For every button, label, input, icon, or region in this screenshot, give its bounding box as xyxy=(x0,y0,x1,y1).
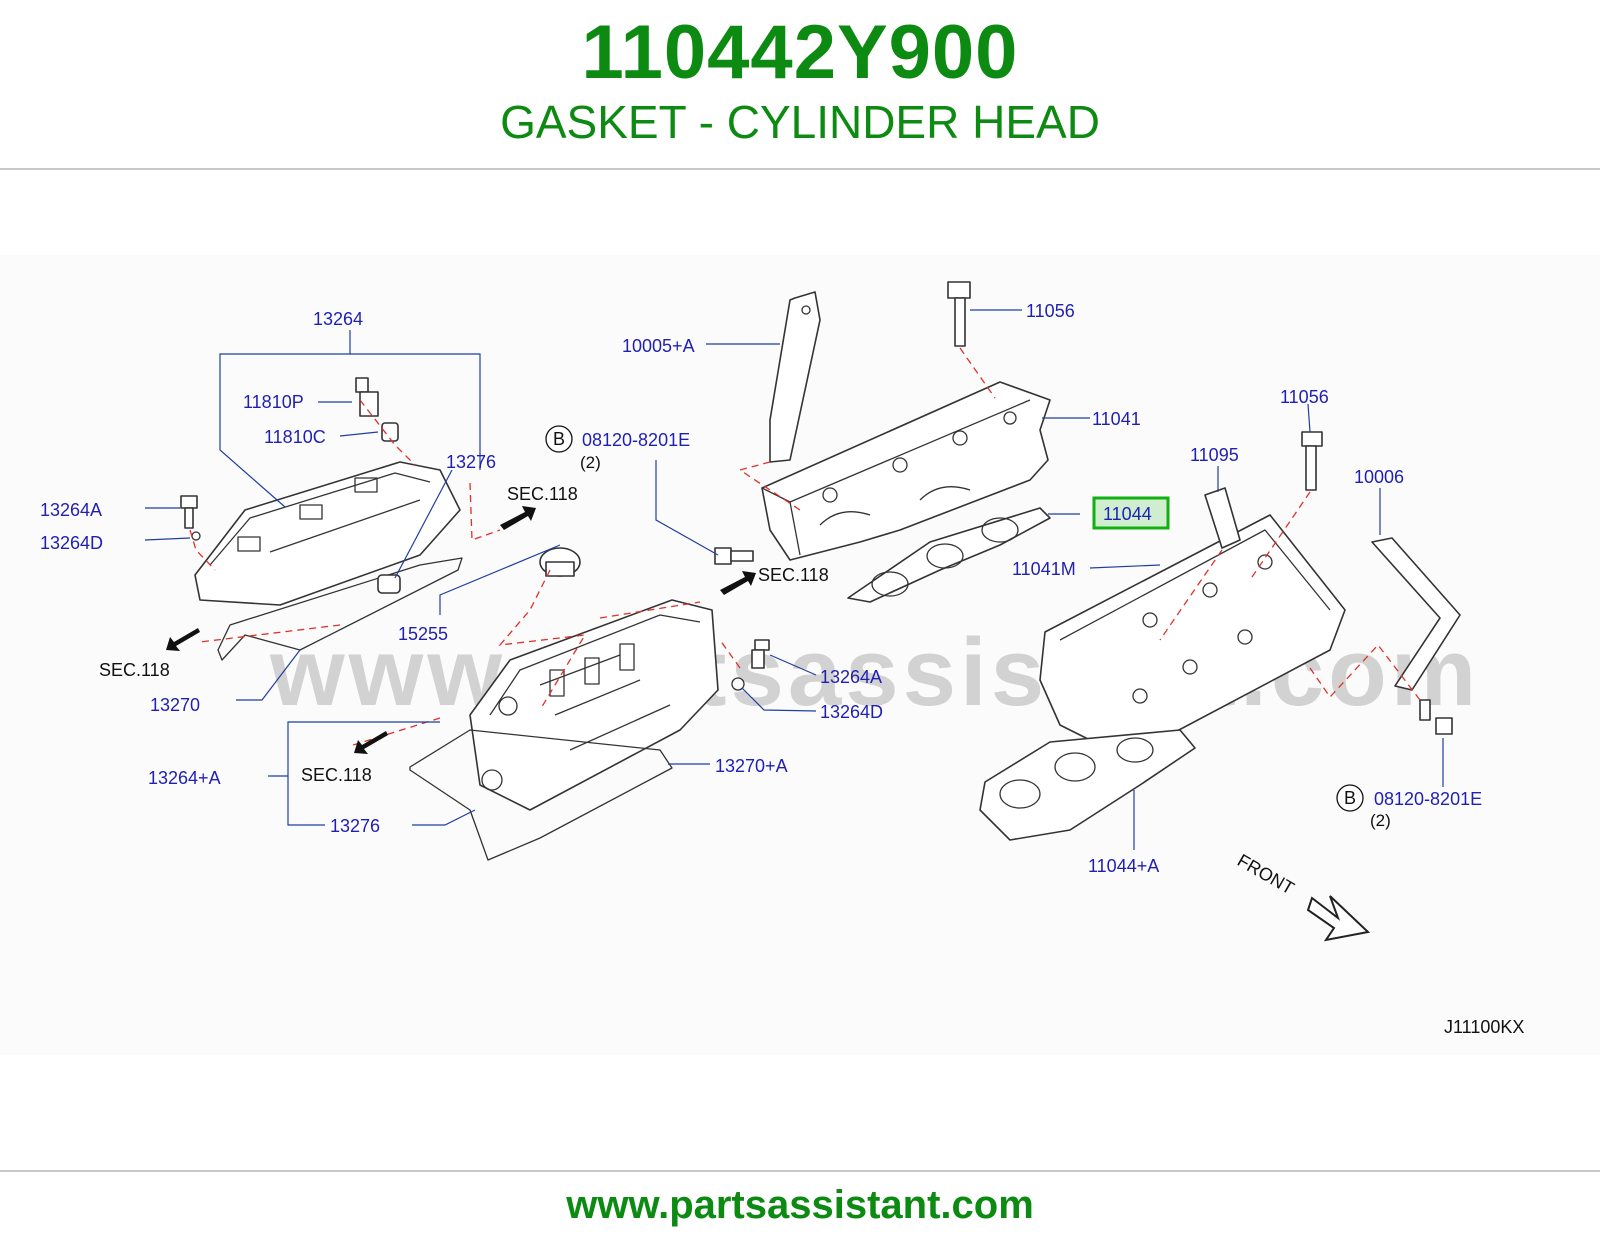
front-direction-arrow xyxy=(1306,895,1371,942)
arrow-sec118-3 xyxy=(720,571,756,595)
bolt-08120-right xyxy=(1419,699,1453,735)
qty-right: (2) xyxy=(1370,811,1391,830)
footer-url[interactable]: www.partsassistant.com xyxy=(566,1183,1034,1227)
head-bolt-upper xyxy=(947,281,971,347)
label-10006: 10006 xyxy=(1354,467,1404,487)
bolt-08120-left xyxy=(714,547,754,565)
leader-lines xyxy=(144,309,1444,850)
highlighted-part-box xyxy=(1092,496,1170,530)
valve-cover-gasket-lower xyxy=(409,729,673,861)
label-11044A: 11044+A xyxy=(1088,856,1159,876)
label-11041: 11041 xyxy=(1092,409,1141,429)
label-15255: 15255 xyxy=(398,624,448,644)
label-11810C: 11810C xyxy=(264,427,326,447)
arrow-sec118-1 xyxy=(500,506,536,530)
label-11041M: 11041M xyxy=(1012,559,1076,579)
label-08120-right: 08120-8201E xyxy=(1374,789,1482,809)
arrow-sec118-4 xyxy=(354,731,388,754)
label-08120-left: 08120-8201E xyxy=(582,430,690,450)
footer-divider xyxy=(0,1170,1600,1172)
head-gasket-upper xyxy=(847,507,1051,603)
header-divider xyxy=(0,168,1600,170)
label-11056-upper: 11056 xyxy=(1026,301,1075,321)
engine-slinger-front xyxy=(769,291,821,463)
svg-text:B: B xyxy=(553,429,565,449)
b-marker-left: B xyxy=(545,425,573,453)
label-13264A-mid: 13264A xyxy=(820,667,882,687)
head-bolt-lower xyxy=(1301,431,1323,491)
label-13264plusA: 13264+A xyxy=(148,768,221,788)
part-labels: 13264 11810P 11810C 13276 13264A 13264D … xyxy=(40,301,1482,876)
parts-diagram: www.partsassistant.com xyxy=(0,170,1600,1168)
label-11095: 11095 xyxy=(1190,445,1239,465)
diagram-code: J11100KX xyxy=(1444,1017,1524,1037)
svg-text:B: B xyxy=(1344,788,1356,808)
label-13276-lower: 13276 xyxy=(330,816,380,836)
label-11056-lower: 11056 xyxy=(1280,387,1329,407)
sec118-label-3: SEC.118 xyxy=(758,565,829,585)
label-10005A: 10005+A xyxy=(622,336,695,356)
header: 110442Y900 GASKET - CYLINDER HEAD xyxy=(0,0,1600,168)
grommet xyxy=(381,422,399,442)
cylinder-head-upper xyxy=(761,381,1051,561)
label-13264A-left: 13264A xyxy=(40,500,102,520)
b-marker-right: B xyxy=(1336,784,1364,812)
washer-13264D-mid xyxy=(731,677,745,691)
assembly-lines xyxy=(189,347,1421,747)
valve-cover-upper xyxy=(194,461,461,606)
arrow-sec118-2 xyxy=(166,628,200,651)
label-13270A: 13270+A xyxy=(715,756,788,776)
arrows xyxy=(166,506,756,754)
label-13264: 13264 xyxy=(313,309,363,329)
label-13276-upper: 13276 xyxy=(446,452,496,472)
sec118-label-2: SEC.118 xyxy=(99,660,170,680)
bolt-13264A-left xyxy=(180,495,198,529)
qty-left: (2) xyxy=(580,453,601,472)
sec118-label-4: SEC.118 xyxy=(301,765,372,785)
sec118-label-1: SEC.118 xyxy=(507,484,578,504)
label-13264D-mid: 13264D xyxy=(820,702,883,722)
label-13270: 13270 xyxy=(150,695,200,715)
label-11810P: 11810P xyxy=(243,392,304,412)
pcv-valve xyxy=(355,377,379,417)
part-name: GASKET - CYLINDER HEAD xyxy=(500,96,1100,148)
label-13264D-left: 13264D xyxy=(40,533,103,553)
bolt-13264A-mid xyxy=(751,639,770,669)
exploded-view-svg: www.partsassistant.com xyxy=(0,255,1600,1055)
head-gasket-lower xyxy=(979,729,1196,841)
seal-15255 xyxy=(377,574,401,594)
oil-filler-cap xyxy=(539,547,581,577)
part-number: 110442Y900 xyxy=(581,10,1019,95)
valve-cover-gasket-upper xyxy=(217,557,463,661)
label-11044: 11044 xyxy=(1103,504,1152,524)
